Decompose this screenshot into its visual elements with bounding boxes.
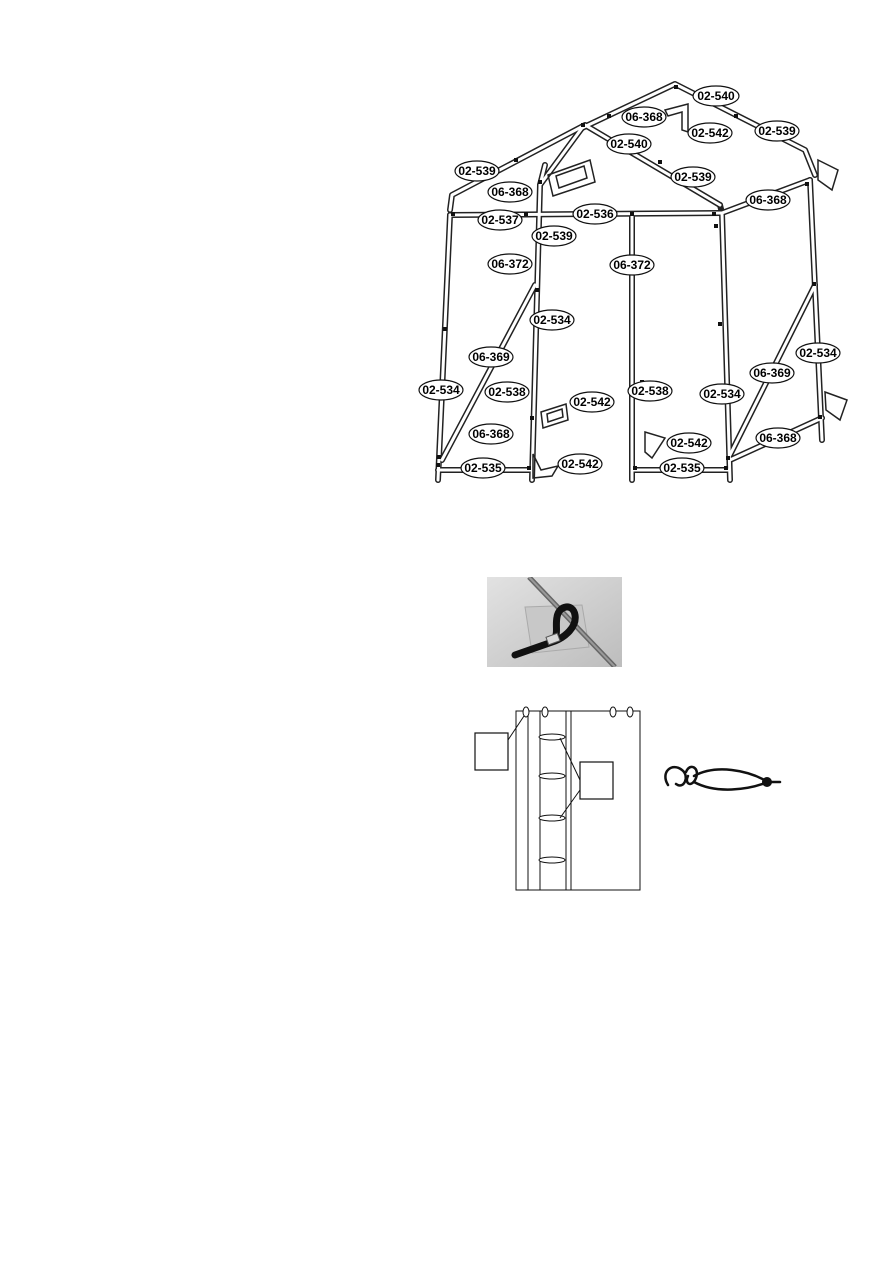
- bungee-knot-icon: [664, 765, 782, 791]
- part-labels: [418, 85, 841, 479]
- velcro-strap-photo: [487, 577, 622, 667]
- label-06-368-a: 06-368: [625, 110, 663, 124]
- label-02-539-b: 02-539: [674, 170, 712, 184]
- label-02-542-b: 02-542: [573, 395, 611, 409]
- label-02-534-a: 02-534: [533, 313, 571, 327]
- label-02-534-b: 02-534: [799, 346, 837, 360]
- label-02-534-c: 02-534: [422, 383, 460, 397]
- label-06-368-b: 06-368: [491, 185, 529, 199]
- label-02-540-b: 02-540: [610, 137, 648, 151]
- label-06-368-d: 06-368: [472, 427, 510, 441]
- label-02-539-c: 02-539: [458, 164, 496, 178]
- label-02-538-b: 02-538: [631, 384, 669, 398]
- bracket-icons: [532, 103, 848, 479]
- label-02-535-b: 02-535: [663, 461, 701, 475]
- label-06-372-a: 06-372: [491, 257, 529, 271]
- label-02-536: 02-536: [576, 207, 614, 221]
- label-02-540-a: 02-540: [697, 89, 735, 103]
- label-02-539-a: 02-539: [758, 124, 796, 138]
- bolt-markers: [436, 85, 822, 470]
- label-06-369-b: 06-369: [753, 366, 791, 380]
- cover-panel-with-loops: [474, 706, 641, 891]
- label-06-369-a: 06-369: [472, 350, 510, 364]
- label-02-542-d: 02-542: [561, 457, 599, 471]
- panel-lines: [474, 706, 641, 891]
- label-02-534-d: 02-534: [703, 387, 741, 401]
- label-06-372-b: 06-372: [613, 258, 651, 272]
- label-02-535-a: 02-535: [464, 461, 502, 475]
- label-02-542-c: 02-542: [670, 436, 708, 450]
- label-02-542-a: 02-542: [691, 126, 729, 140]
- frame-assembly-diagram: 02-540 06-368 02-542 02-539 02-540 02-53…: [418, 81, 848, 483]
- part-label-texts: 02-540 06-368 02-542 02-539 02-540 02-53…: [422, 89, 837, 475]
- label-02-537: 02-537: [481, 213, 519, 227]
- label-06-368-e: 06-368: [759, 431, 797, 445]
- label-06-368-c: 06-368: [749, 193, 787, 207]
- label-02-539-d: 02-539: [535, 229, 573, 243]
- label-02-538-a: 02-538: [488, 385, 526, 399]
